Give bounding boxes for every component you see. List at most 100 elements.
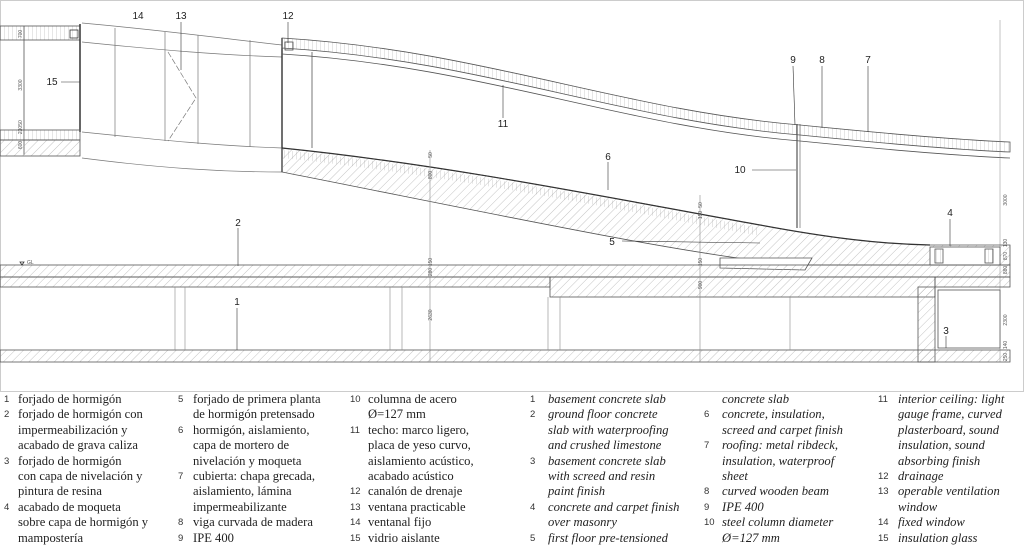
callout-4: 4 <box>947 208 953 219</box>
dimension-text: 140 <box>1003 341 1009 350</box>
roof-section <box>281 20 1011 362</box>
legend: 1 forjado de hormigón 2 forjado de hormigón… <box>0 392 1024 552</box>
legend-text: techo: marco ligero, <box>368 422 470 437</box>
legend-text: columna de acero <box>368 392 457 406</box>
callout-5: 5 <box>609 237 615 248</box>
legend-number: 14 <box>350 517 361 529</box>
legend-number: 15 <box>350 532 361 544</box>
legend-number: 5 <box>530 532 536 544</box>
legend-text: first floor pre-tensioned <box>548 530 668 545</box>
legend-number: 10 <box>350 394 361 405</box>
legend-text: forjado de hormigón <box>18 392 122 406</box>
legend-text: pintura de resina <box>18 484 102 499</box>
dimension-text: 2300 <box>1003 314 1009 325</box>
ground-and-basement <box>0 150 1011 363</box>
legend-number: 3 <box>530 455 536 467</box>
dimension-text: 600 <box>18 141 24 150</box>
legend-number: 2 <box>4 409 10 421</box>
legend-text: acabado acústico <box>368 468 454 483</box>
legend-number: 13 <box>350 501 361 513</box>
legend-number: 3 <box>4 455 10 467</box>
legend-text: impermeabilización y <box>18 422 128 437</box>
dimension-text: 880 <box>1003 266 1009 275</box>
legend-text: mampostería <box>18 530 84 545</box>
legend-text: vidrio aislante <box>368 530 440 545</box>
legend-number: 10 <box>704 517 715 529</box>
callout-2: 2 <box>235 218 241 229</box>
dimension-text: 230 <box>18 126 24 135</box>
callout-8: 8 <box>819 55 825 66</box>
legend-text: slab with waterproofing <box>548 422 669 437</box>
legend-text: de hormigón pretensado <box>193 407 315 422</box>
legend-number: 1 <box>530 394 536 405</box>
legend-number: 15 <box>878 532 889 544</box>
legend-text: steel column diameter <box>722 515 834 530</box>
callout-15: 15 <box>46 77 58 88</box>
legend-text: IPE 400 <box>193 530 234 545</box>
dimension-text: 250 <box>1003 353 1009 362</box>
dimension-text: 150 <box>698 258 704 267</box>
legend-text: capa de mortero de <box>193 438 290 453</box>
legend-number: 6 <box>178 424 184 436</box>
legend-number: 4 <box>530 501 536 513</box>
dimension-text: 800 <box>428 171 434 180</box>
legend-text: placa de yeso curvo, <box>368 438 471 453</box>
dimension-text: 150 <box>428 258 434 267</box>
legend-number: 8 <box>178 517 184 529</box>
left-building-section <box>0 24 81 157</box>
legend-text: curved wooden beam <box>722 484 830 499</box>
legend-text: window <box>898 499 938 514</box>
legend-text: roofing: metal ribdeck, <box>722 438 839 453</box>
legend-text: forjado de hormigón con <box>18 407 143 422</box>
legend-number: 12 <box>350 486 361 498</box>
legend-text: insulation, waterproof <box>722 453 835 468</box>
legend-number: 8 <box>704 486 710 498</box>
legend-text: gauge frame, curved <box>898 407 1002 422</box>
dimension-text: 280 <box>428 268 434 277</box>
dimension-texts: 7003300502306003000130870880230014025015… <box>18 30 1009 362</box>
callout-13: 13 <box>175 11 187 22</box>
ground-level-marker: GL <box>27 260 34 266</box>
legend-number: 9 <box>704 501 710 513</box>
dimension-text: 50 <box>428 152 434 158</box>
legend-text: and crushed limestone <box>548 438 662 453</box>
legend-text: forjado de primera planta <box>193 392 321 406</box>
legend-text: operable ventilation <box>898 484 1000 499</box>
legend-number: 11 <box>878 394 888 405</box>
legend-text: with screed and resin <box>548 468 656 483</box>
dimension-text: 3300 <box>18 79 24 90</box>
legend-text: acabado de moqueta <box>18 499 121 514</box>
legend-text: IPE 400 <box>722 499 764 514</box>
legend-text: insulation glass <box>898 530 978 545</box>
legend-text: concrete slab <box>722 392 790 406</box>
legend-number: 1 <box>4 394 10 405</box>
callout-14: 14 <box>132 11 144 22</box>
legend-text: sheet <box>722 468 748 483</box>
legend-text: basement concrete slab <box>548 392 666 406</box>
legend-text: nivelación y moqueta <box>193 453 302 468</box>
legend-number: 7 <box>178 470 184 482</box>
legend-text: insulation, sound <box>898 438 985 453</box>
callout-labels: 1 2 3 4 5 6 7 8 9 10 11 12 13 14 15 GL <box>27 11 953 337</box>
legend-text: plasterboard, sound <box>898 422 999 437</box>
callout-6: 6 <box>605 152 611 163</box>
legend-text: aislamiento acústico, <box>368 453 474 468</box>
callout-3: 3 <box>943 326 949 337</box>
legend-text: over masonry <box>548 515 617 530</box>
legend-text: paint finish <box>548 484 606 499</box>
legend-number: 5 <box>178 394 184 405</box>
dimension-text: 50 <box>698 202 704 208</box>
legend-text: cubierta: chapa grecada, <box>193 468 316 483</box>
callout-12: 12 <box>282 11 294 22</box>
glazing-section <box>81 22 294 173</box>
legend-text: Ø=127 mm <box>368 407 426 422</box>
legend-text: sobre capa de hormigón y <box>18 515 149 530</box>
legend-text: ventana practicable <box>368 499 466 514</box>
callout-10: 10 <box>734 165 746 176</box>
legend-text: interior ceiling: light <box>898 392 1005 406</box>
legend-text: concrete, insulation, <box>722 407 825 422</box>
legend-number: 9 <box>178 532 184 544</box>
dimension-text: 3000 <box>1003 194 1009 205</box>
legend-number: 7 <box>704 440 710 452</box>
legend-text: drainage <box>898 468 944 483</box>
